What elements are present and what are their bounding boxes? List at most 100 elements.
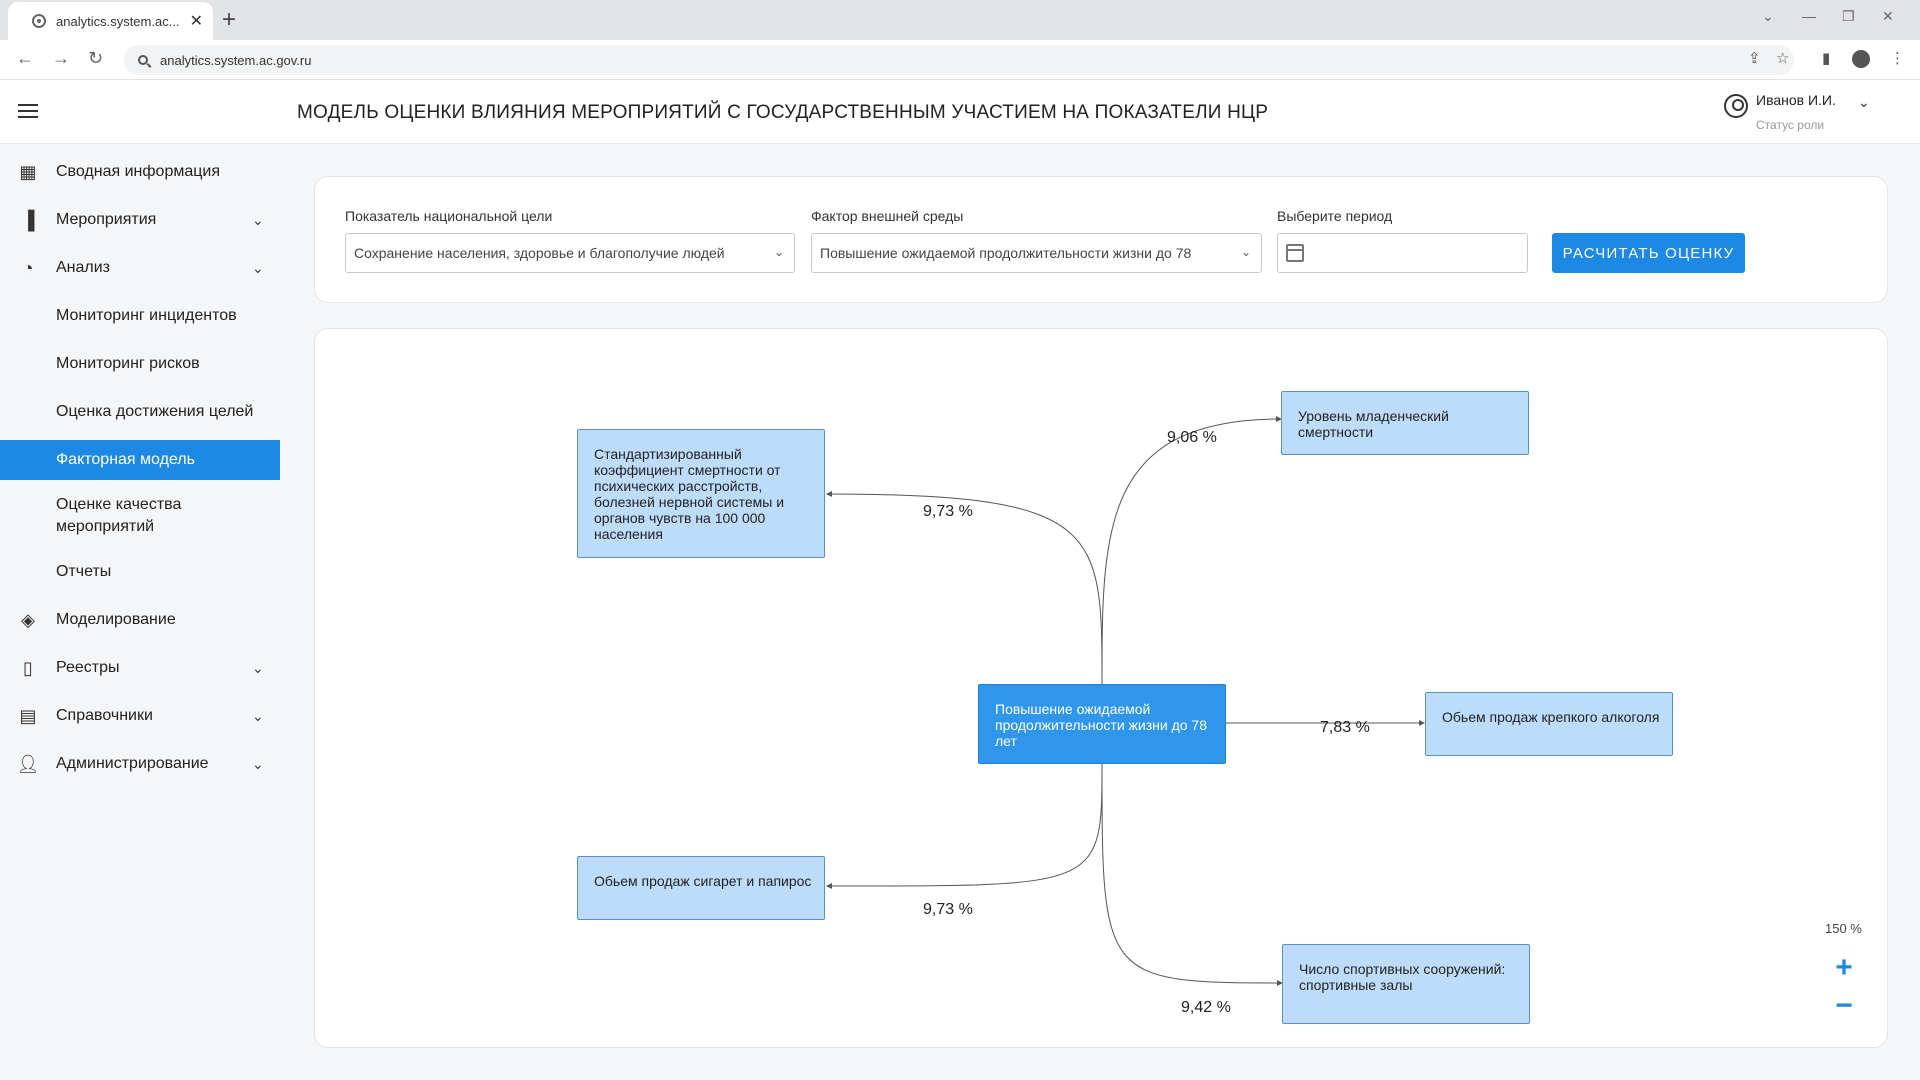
chevron-down-icon: ⌄: [252, 755, 264, 772]
page-title: МОДЕЛЬ ОЦЕНКИ ВЛИЯНИЯ МЕРОПРИЯТИЙ С ГОСУ…: [297, 102, 1269, 123]
browser-menu-icon[interactable]: ⋮: [1890, 50, 1905, 67]
diagram-panel: Стандартизированный коэффициент смертнос…: [314, 328, 1888, 1048]
close-window-icon[interactable]: ✕: [1882, 8, 1894, 24]
chevron-down-icon: ⌄: [252, 259, 264, 276]
user-name: Иванов И.И.: [1756, 92, 1836, 108]
period-label: Выберите период: [1277, 208, 1393, 224]
zoom-in-button[interactable]: +: [1835, 951, 1853, 984]
bar-chart-icon: ▐: [21, 209, 35, 230]
sidebar-item-goal-assessment[interactable]: Оценка достижения целей: [0, 392, 280, 432]
factor-value: Повышение ожидаемой продолжительности жи…: [820, 245, 1192, 261]
sidebar-item-analysis[interactable]: ◔ Анализ ⌄: [0, 248, 280, 288]
address-bar[interactable]: analytics.system.ac.gov.ru: [124, 45, 1794, 75]
share-icon[interactable]: ⇪: [1748, 50, 1761, 67]
forward-icon[interactable]: →: [52, 48, 70, 68]
side-panel-icon[interactable]: ▮: [1822, 50, 1831, 67]
indicator-label: Показатель национальной цели: [345, 208, 553, 224]
reload-icon[interactable]: ↻: [88, 48, 104, 68]
sidebar-item-label: Сводная информация: [56, 163, 220, 180]
sidebar-item-label: Анализ: [56, 259, 111, 276]
sidebar-item-label: Мероприятия: [56, 211, 157, 228]
sidebar-item-label: Мониторинг инцидентов: [56, 307, 237, 324]
calendar-icon[interactable]: [1286, 244, 1304, 262]
sidebar-item-label: Факторная модель: [56, 451, 195, 468]
sidebar-item-directories[interactable]: ▤ Справочники ⌄: [0, 696, 280, 736]
chevron-down-icon: ⌄: [1240, 245, 1251, 259]
indicator-select[interactable]: Сохранение населения, здоровье и благопо…: [345, 233, 795, 273]
sidebar-item-label: Реестры: [56, 659, 120, 676]
search-icon: [138, 55, 148, 65]
profile-icon[interactable]: [1852, 50, 1870, 68]
sidebar-item-summary[interactable]: ▦ Сводная информация: [0, 152, 280, 192]
user-role: Статус роли: [1756, 118, 1825, 132]
diagram-node-center[interactable]: Повышение ожидаемой продолжительности жи…: [978, 684, 1226, 764]
user-avatar-icon: [1724, 94, 1748, 118]
edge-center-sports: [1101, 762, 1283, 986]
pie-chart-icon: ◔: [22, 257, 34, 278]
chevron-down-icon: ⌄: [252, 659, 264, 676]
dashboard-icon: ▦: [19, 161, 37, 182]
tab-search-icon[interactable]: ⌄: [1762, 8, 1774, 24]
diagram-node-mortality[interactable]: Стандартизированный коэффициент смертнос…: [577, 429, 825, 558]
sidebar: ▦ Сводная информация ▐ Мероприятия ⌄ ◔ А…: [0, 144, 280, 1080]
new-tab-icon[interactable]: +: [222, 6, 237, 33]
edge-center-cigarettes: [826, 762, 1103, 890]
url-text: analytics.system.ac.gov.ru: [160, 52, 312, 68]
sidebar-item-registries[interactable]: ▯ Реестры ⌄: [0, 648, 280, 688]
factor-label: Фактор внешней среды: [811, 208, 964, 224]
sidebar-item-incident-monitoring[interactable]: Мониторинг инцидентов: [0, 296, 280, 336]
sidebar-item-events[interactable]: ▐ Мероприятия ⌄: [0, 200, 280, 240]
close-tab-icon[interactable]: ✕: [189, 13, 203, 30]
zoom-out-button[interactable]: −: [1835, 989, 1853, 1022]
diagram-node-infant-mortality[interactable]: Уровень младенческий смертности: [1281, 391, 1529, 455]
sidebar-item-label: Оценка достижения целей: [56, 403, 254, 420]
bookmark-star-icon[interactable]: ☆: [1776, 50, 1790, 67]
diagram-node-cigarettes[interactable]: Обьем продаж сигарет и папирос: [577, 856, 825, 920]
browser-tab-bar: analytics.system.ac... ✕ + ⌄ — ❐ ✕: [0, 0, 1920, 40]
edge-label-sports: 9,42 %: [1181, 999, 1231, 1016]
diagram-node-alcohol[interactable]: Обьем продаж крепкого алкоголя: [1425, 692, 1673, 756]
chevron-down-icon: ⌄: [252, 707, 264, 724]
chevron-down-icon: ⌄: [1858, 94, 1870, 110]
app-header: МОДЕЛЬ ОЦЕНКИ ВЛИЯНИЯ МЕРОПРИЯТИЙ С ГОСУ…: [0, 80, 1920, 144]
restore-icon[interactable]: ❐: [1842, 8, 1855, 24]
edge-center-mortality: [826, 491, 1103, 685]
chevron-down-icon: ⌄: [252, 211, 264, 228]
list-box-icon: ▤: [19, 705, 37, 726]
calculate-button[interactable]: РАСЧИТАТЬ ОЦЕНКУ: [1552, 233, 1745, 273]
edge-center-infant: [1101, 416, 1282, 685]
sidebar-item-risk-monitoring[interactable]: Мониторинг рисков: [0, 344, 280, 384]
edge-label-alcohol: 7,83 %: [1320, 719, 1370, 736]
browser-tab[interactable]: analytics.system.ac... ✕: [8, 2, 213, 40]
diagram-connectors: [826, 416, 1425, 986]
sidebar-item-factor-model[interactable]: Факторная модель: [0, 440, 280, 480]
layers-icon: ◈: [21, 609, 35, 630]
minimize-icon[interactable]: —: [1802, 8, 1816, 24]
factor-select[interactable]: Повышение ожидаемой продолжительности жи…: [811, 233, 1262, 273]
sidebar-item-reports[interactable]: Отчеты: [0, 552, 280, 592]
sidebar-item-label: Отчеты: [56, 563, 112, 580]
indicator-value: Сохранение населения, здоровье и благопо…: [354, 245, 725, 261]
sidebar-item-label: Моделирование: [56, 611, 176, 628]
sidebar-item-label: Мониторинг рисков: [56, 355, 200, 372]
sidebar-item-label: Администрирование: [56, 755, 209, 772]
edge-label-mortality: 9,73 %: [923, 503, 973, 520]
chevron-down-icon: ⌄: [773, 245, 784, 259]
zoom-level: 150 %: [1825, 921, 1862, 936]
edge-label-infant: 9,06 %: [1167, 429, 1217, 446]
sidebar-item-administration[interactable]: 👤︎ Администрирование ⌄: [0, 744, 280, 784]
site-favicon-icon: [32, 14, 46, 28]
filter-panel: Показатель национальной цели Сохранение …: [314, 176, 1888, 303]
period-input[interactable]: [1277, 233, 1528, 273]
back-icon[interactable]: ←: [16, 48, 34, 68]
browser-toolbar: ← → ↻ analytics.system.ac.gov.ru ⇪ ☆ ▮ ⋮: [0, 40, 1920, 80]
sidebar-item-label: Оценке качества мероприятий: [56, 496, 182, 535]
person-icon: 👤︎: [16, 753, 40, 774]
sidebar-item-label: Справочники: [56, 707, 153, 724]
sidebar-item-quality-assessment[interactable]: Оценке качества мероприятий: [0, 488, 280, 544]
menu-icon[interactable]: [18, 104, 38, 120]
tab-title: analytics.system.ac...: [56, 13, 180, 29]
book-icon: ▯: [23, 657, 33, 678]
diagram-node-sports[interactable]: Число спортивных сооружений: спортивные …: [1282, 944, 1530, 1024]
sidebar-item-modeling[interactable]: ◈ Моделирование: [0, 600, 280, 640]
